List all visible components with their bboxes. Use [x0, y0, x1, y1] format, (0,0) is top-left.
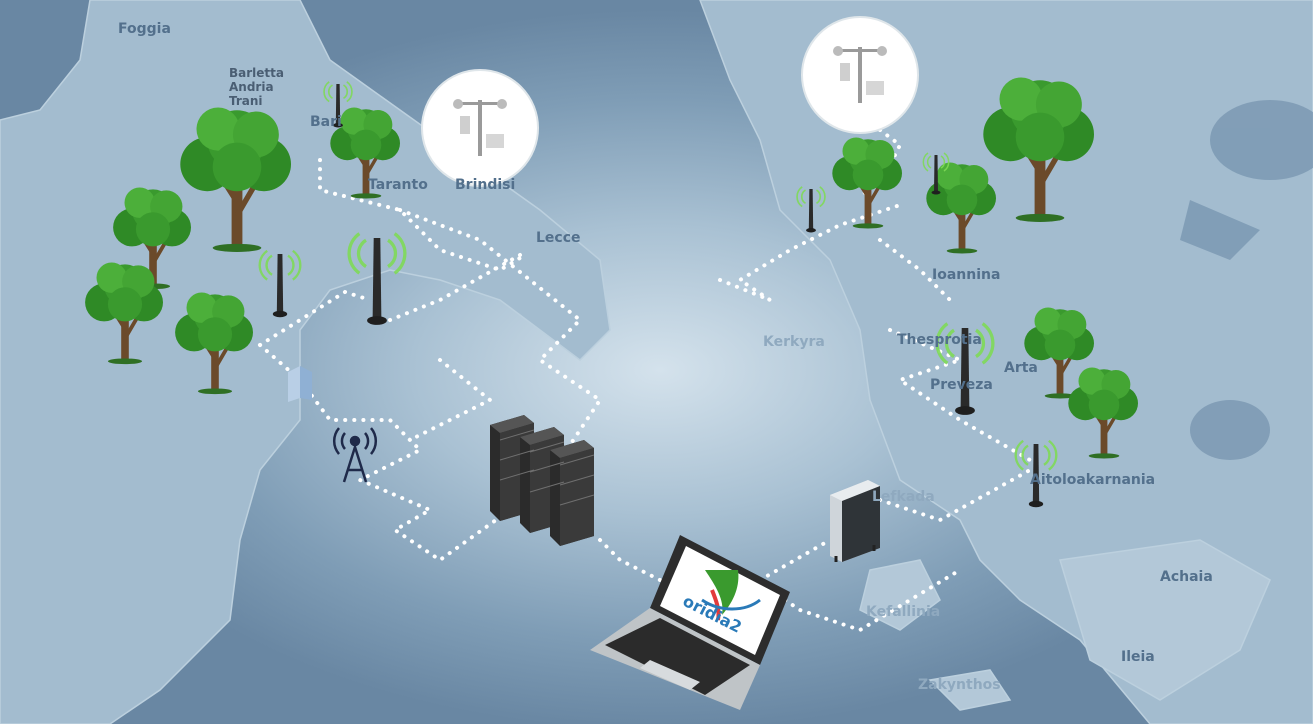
laptop-icon [590, 535, 790, 710]
weather-station-icon [801, 16, 919, 134]
place-label-barletta-group: Barletta Andria Trani [229, 66, 284, 108]
server-rack-icon [490, 415, 595, 546]
place-label-ileia: Ileia [1121, 649, 1155, 665]
place-label-taranto: Taranto [368, 177, 428, 193]
place-label-achaia: Achaia [1160, 569, 1213, 585]
place-label-barletta: Barletta [229, 66, 284, 80]
building-icon [288, 366, 312, 402]
place-label-lecce: Lecce [536, 230, 581, 246]
place-label-trani: Trani [229, 94, 263, 108]
place-label-foggia: Foggia [118, 21, 171, 37]
place-label-zakynthos: Zakynthos [918, 677, 1001, 693]
place-label-arta: Arta [1004, 360, 1038, 376]
place-label-andria: Andria [229, 80, 274, 94]
cell-tower-icon [332, 427, 378, 483]
place-label-lefkada: Lefkada [872, 489, 935, 505]
place-label-preveza: Preveza [930, 377, 993, 393]
place-label-bari: Bari [310, 114, 342, 130]
place-label-brindisi: Brindisi [455, 177, 516, 193]
weather-station-icon [421, 69, 539, 187]
place-label-kefallinia: Kefallinia [866, 604, 941, 620]
place-label-kerkyra: Kerkyra [763, 334, 825, 350]
place-label-aitoloakarnania: Aitoloakarnania [1030, 472, 1156, 488]
gateway-device-icon [830, 480, 880, 562]
network-paths [258, 128, 1032, 633]
place-label-ioannina: Ioannina [932, 267, 1001, 283]
place-label-thesprotia: Thesprotia [897, 332, 982, 348]
